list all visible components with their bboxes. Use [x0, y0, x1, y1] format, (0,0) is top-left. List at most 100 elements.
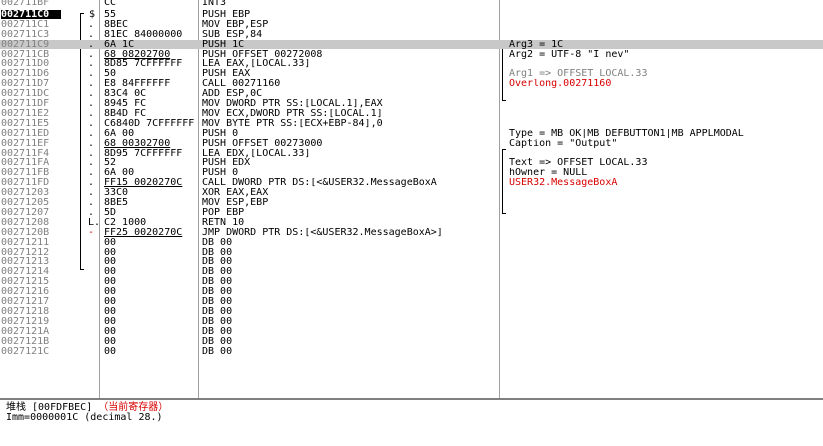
column-separator-asm	[198, 0, 199, 398]
row-instruction: DB 00	[202, 247, 233, 257]
row-address: 002711EF	[1, 138, 50, 148]
row-instruction: MOV EBP,ESP	[202, 19, 269, 29]
row-address: 002711ED	[1, 128, 50, 138]
row-comment: hOwner = NULL	[509, 168, 588, 178]
row-instruction: PUSH OFFSET 00273000	[202, 138, 323, 148]
row-address: 002711E2	[1, 108, 50, 118]
row-comment	[509, 99, 821, 108]
row-comment	[509, 20, 821, 29]
row-instruction: DB 00	[202, 316, 233, 326]
row-comment	[509, 277, 821, 286]
row-jump-mark: .	[88, 118, 95, 128]
row-hex-bytes: CC	[104, 0, 117, 7]
row-address: 00271212	[1, 247, 50, 257]
row-hex-bytes: 8945 FC	[104, 99, 147, 108]
row-comment: Overlong.00271160	[509, 79, 612, 89]
row-hex-bytes: 8D85 7CFFFFFF	[104, 59, 183, 69]
row-comment	[509, 238, 821, 247]
row-instruction: PUSH 0	[202, 168, 239, 178]
row-address: 00271215	[1, 277, 50, 287]
disasm-row[interactable]: 002711E2. 8B4D FC MOV ECX,DWORD PTR SS:[LO…	[0, 109, 823, 118]
row-hex-bytes: 8B4D FC	[104, 108, 147, 118]
row-hex-bytes: 00	[104, 346, 117, 356]
row-jump-mark: .	[88, 49, 95, 59]
row-instruction: INT3	[202, 0, 227, 7]
row-instruction: CALL DWORD PTR DS:[<&USER32.MessageBoxA	[202, 178, 437, 188]
row-hex-bytes: 00	[104, 277, 117, 287]
pane-splitter[interactable]	[0, 398, 823, 400]
row-address: 00271203	[1, 188, 50, 198]
row-jump-mark: .	[88, 188, 95, 198]
row-hex-bytes: 8BE5	[104, 198, 129, 207]
row-instruction: POP EBP	[202, 207, 245, 217]
row-address: 002711C0	[1, 9, 61, 19]
row-instruction: MOV ECX,DWORD PTR SS:[LOCAL.1]	[202, 108, 383, 118]
row-hex-bytes: 00	[104, 237, 117, 247]
row-address: 002711E5	[1, 118, 50, 128]
row-comment	[509, 267, 821, 276]
row-comment	[509, 109, 821, 118]
row-comment	[509, 149, 821, 158]
row-address: 0027121A	[1, 326, 50, 336]
row-instruction: DB 00	[202, 257, 233, 267]
row-hex-bytes: C6840D 7CFFFFFF	[104, 118, 195, 128]
row-comment	[509, 228, 821, 237]
row-comment: Arg3 = 1C	[509, 39, 564, 49]
row-instruction: ADD ESP,0C	[202, 89, 263, 99]
row-comment: Arg1 => OFFSET LOCAL.33	[509, 69, 648, 79]
procedure-bracket	[80, 13, 84, 270]
row-hex-bytes: 8D95 7CFFFFFF	[104, 148, 183, 158]
row-address: 002711C9	[1, 39, 50, 49]
row-jump-mark: .	[88, 69, 95, 79]
row-jump-mark: .	[88, 138, 95, 148]
row-comment: Caption = "Output"	[509, 138, 618, 148]
row-jump-mark: .	[88, 89, 95, 99]
row-instruction: DB 00	[202, 326, 233, 336]
row-hex-bytes: 00	[104, 336, 117, 346]
row-jump-mark: .	[88, 108, 95, 118]
row-hex-bytes: 00	[104, 257, 117, 267]
row-address: 00271208	[1, 217, 50, 227]
row-hex-bytes: 6A 1C	[104, 39, 135, 49]
row-hex-bytes: 00	[104, 287, 117, 297]
row-instruction: DB 00	[202, 237, 233, 247]
row-instruction: XOR EAX,EAX	[202, 188, 269, 198]
